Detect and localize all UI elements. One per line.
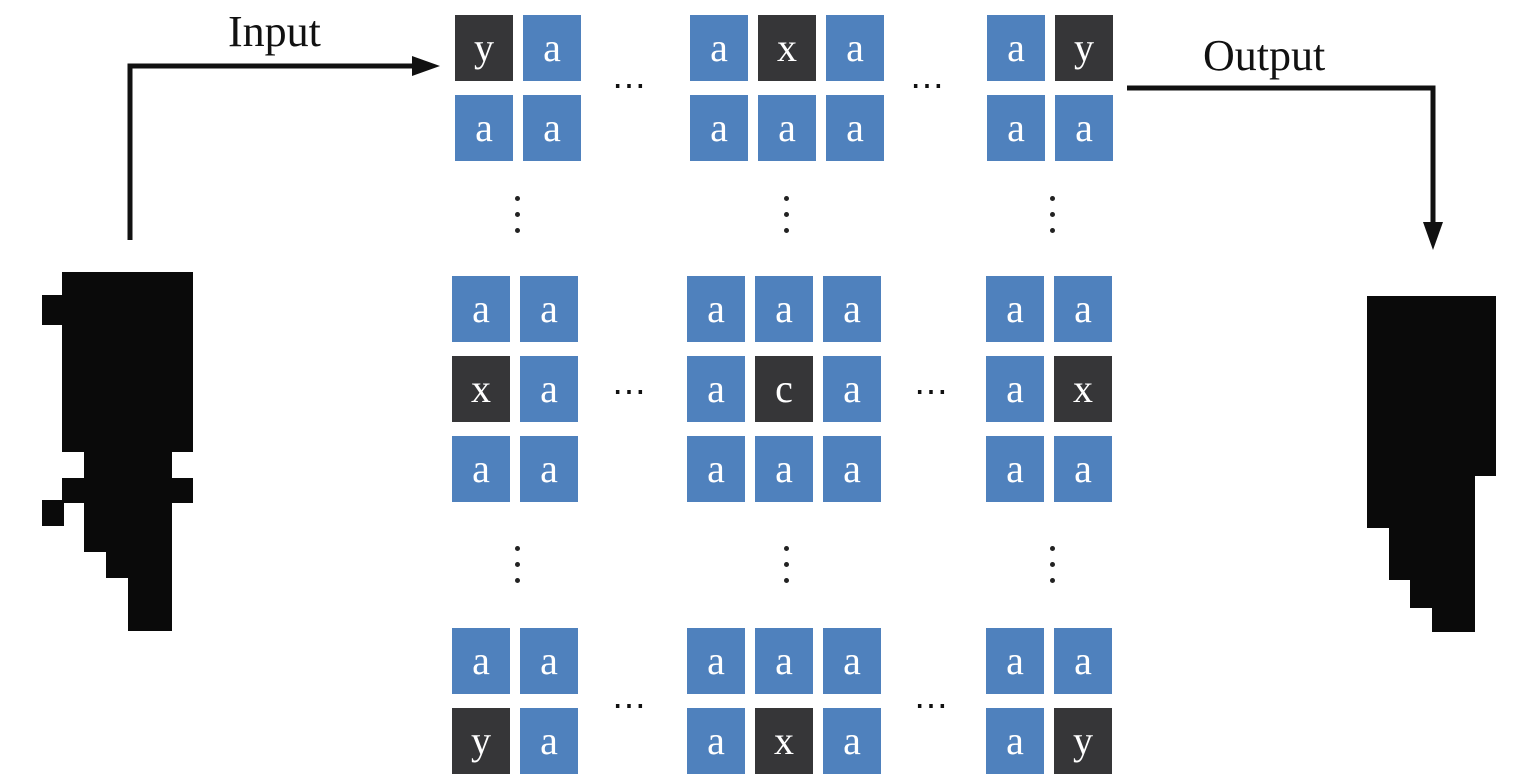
special-cell: x [1054,356,1112,422]
cell: a [687,436,745,502]
cell: a [687,708,745,774]
special-cell: y [1055,15,1113,81]
cell: a [987,15,1045,81]
cell: a [823,436,881,502]
cell: a [823,708,881,774]
cell: a [826,95,884,161]
cell: a [986,276,1044,342]
input-label: Input [228,7,321,56]
cell: a [452,276,510,342]
cell: a [755,276,813,342]
cell: a [986,708,1044,774]
ellipsis-h-bot-right: ⋯ [914,688,950,725]
ellipsis-h-mid-right: ⋯ [914,374,950,411]
cell: a [823,276,881,342]
output-shape [1367,296,1496,632]
cell: a [1054,436,1112,502]
cell: a [523,95,581,161]
cell: a [755,628,813,694]
cell: a [755,436,813,502]
cell: a [823,356,881,422]
ellipsis-h-top-right: ⋯ [910,68,946,105]
ellipsis-h-bot-left: ⋯ [612,688,648,725]
special-cell: y [1054,708,1112,774]
cell: a [687,276,745,342]
special-cell: x [758,15,816,81]
output-arrow [1127,85,1443,250]
cell: a [520,436,578,502]
output-label: Output [1203,31,1326,80]
cell: a [687,628,745,694]
cell: a [1054,628,1112,694]
cell: a [987,95,1045,161]
ellipsis-h-top-left: ⋯ [612,68,648,105]
cell: a [986,356,1044,422]
cell: a [986,436,1044,502]
ellipsis-h-mid-left: ⋯ [612,374,648,411]
special-cell: y [455,15,513,81]
cell: a [823,628,881,694]
cell: a [520,276,578,342]
cell: a [986,628,1044,694]
cell: a [1055,95,1113,161]
cell: a [690,95,748,161]
cell: a [520,356,578,422]
special-cell: x [755,708,813,774]
special-cell: y [452,708,510,774]
input-shape [42,272,193,631]
cell: a [452,436,510,502]
cell: a [523,15,581,81]
special-cell: c [755,356,813,422]
cell: a [455,95,513,161]
special-cell: x [452,356,510,422]
cell: a [520,628,578,694]
cell: a [690,15,748,81]
cell: a [826,15,884,81]
cell: a [1054,276,1112,342]
cell: a [520,708,578,774]
input-arrow [127,56,440,240]
cell: a [758,95,816,161]
cell: a [687,356,745,422]
cell: a [452,628,510,694]
